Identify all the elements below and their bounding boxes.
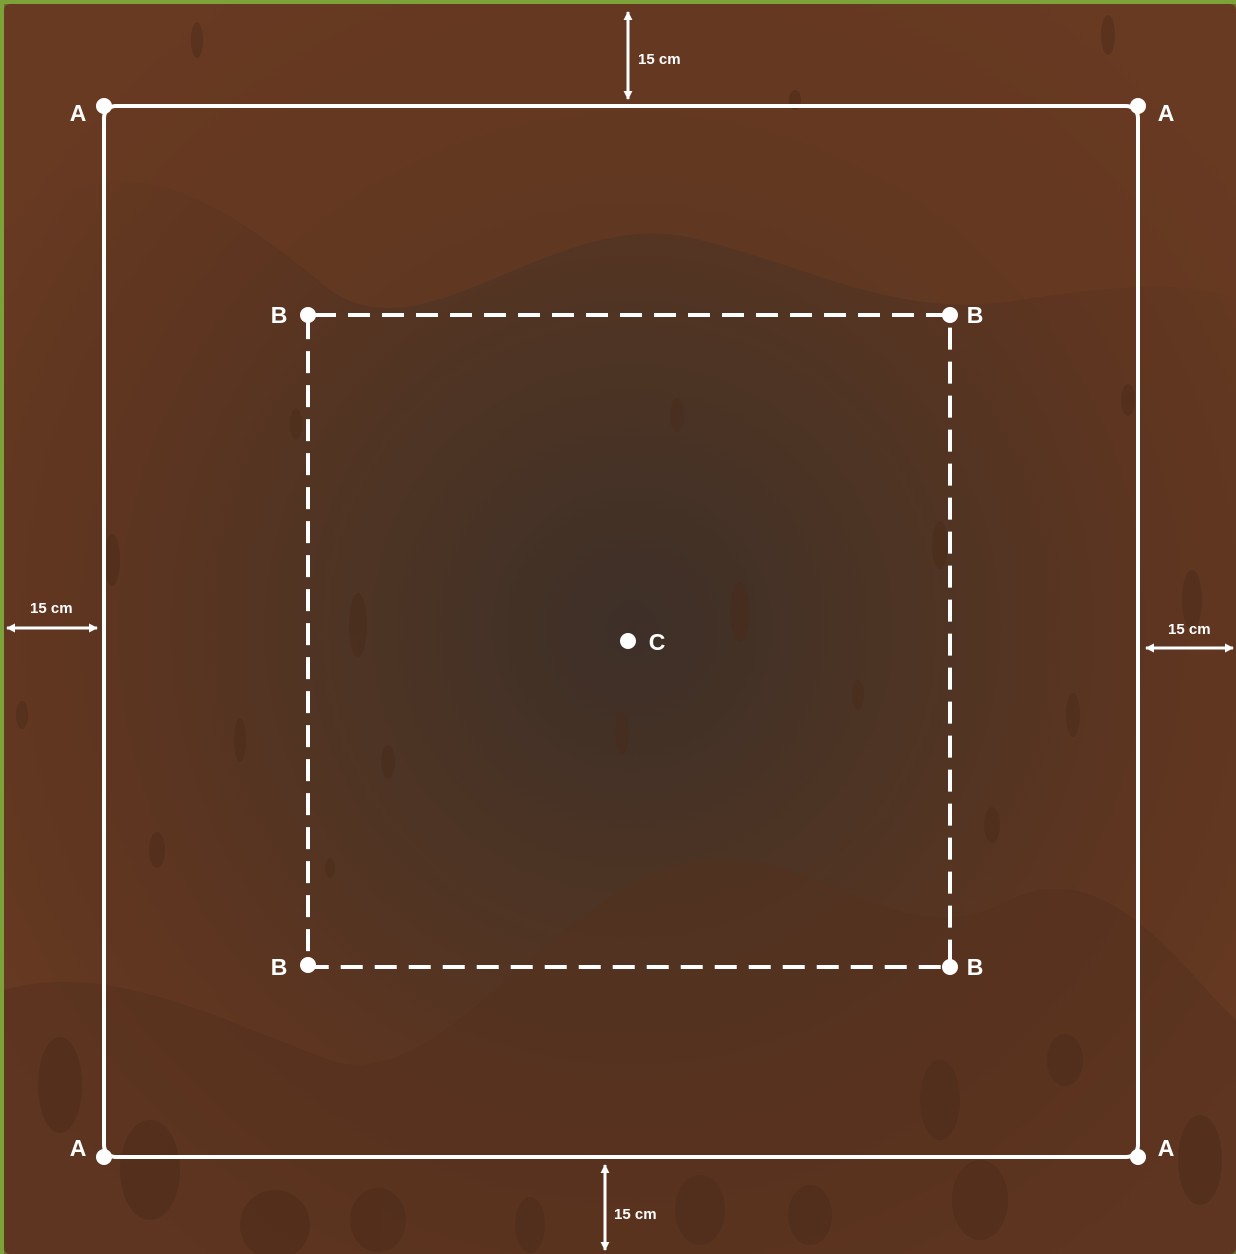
label-a-bottom-right: A [1158,1135,1175,1161]
point-c-center [620,633,636,649]
point-a-bottom-left [96,1149,112,1165]
dimension-label-bottom: 15 cm [614,1206,657,1223]
label-c: C [649,629,666,655]
label-b-bottom-left: B [271,954,288,980]
dimension-label-left: 15 cm [30,600,73,617]
label-b-top-right: B [967,302,984,328]
dimension-label-top: 15 cm [638,51,681,68]
point-b-bottom-left [300,957,316,973]
point-b-top-left [300,307,316,323]
point-b-bottom-right [942,959,958,975]
point-b-top-right [942,307,958,323]
point-a-top-right [1130,98,1146,114]
label-b-top-left: B [271,302,288,328]
dimension-label-right: 15 cm [1168,621,1211,638]
point-a-bottom-right [1130,1149,1146,1165]
label-a-top-right: A [1158,100,1175,126]
label-b-bottom-right: B [967,954,984,980]
point-a-top-left [96,98,112,114]
label-a-bottom-left: A [70,1135,87,1161]
label-a-top-left: A [70,100,87,126]
